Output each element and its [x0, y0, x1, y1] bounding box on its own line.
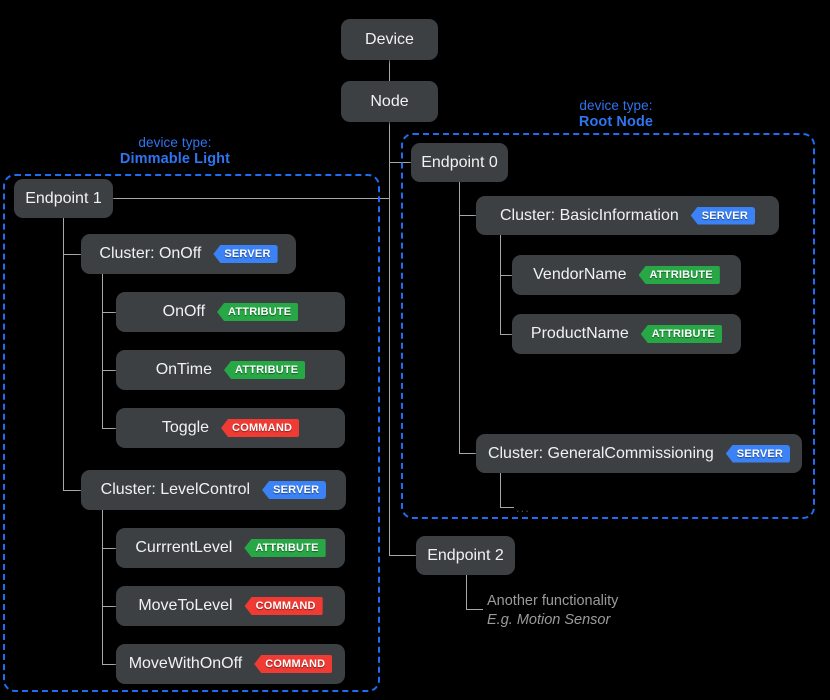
connector-trunk-to-endpoint2 [389, 555, 416, 556]
connector-endpoint0-to-generalcommissioning [459, 453, 476, 454]
cluster-generalcommissioning-box[interactable]: Cluster: GeneralCommissioning SERVER [476, 434, 802, 473]
cluster-levelcontrol-box[interactable]: Cluster: LevelControl SERVER [81, 470, 346, 510]
badge-attribute: ATTRIBUTE [244, 539, 326, 557]
endpoint2-box[interactable]: Endpoint 2 [416, 536, 515, 575]
connector-endpoint1-spine [63, 218, 64, 491]
command-movewithonoff-label: MoveWithOnOff [128, 655, 243, 672]
badge-server: SERVER [213, 245, 278, 263]
endpoint2-note: Another functionality E.g. Motion Sensor [487, 592, 618, 630]
badge-server: SERVER [725, 444, 791, 463]
badge-server: SERVER [262, 481, 327, 499]
connector-levelcontrol-to-cmd-movewithonoff [102, 664, 116, 665]
endpoint2-note-line2: E.g. Motion Sensor [487, 612, 611, 628]
connector-trunk-to-endpoint0 [389, 162, 411, 163]
cluster-levelcontrol-label: Cluster: LevelControl [100, 481, 251, 498]
connector-levelcontrol-to-attr-currentlevel [102, 548, 116, 549]
badge-command: COMMAND [254, 655, 333, 673]
connector-levelcontrol-to-cmd-movetolevel [102, 606, 116, 607]
attribute-currentlevel-box[interactable]: CurrrentLevel ATTRIBUTE [116, 528, 345, 568]
generalcommissioning-more-label: ... [516, 500, 530, 515]
connector-onoff-to-attr-onoff [102, 312, 116, 313]
device-label: Device [365, 30, 414, 48]
connector-node-trunk [389, 121, 390, 556]
attribute-onoff-box[interactable]: OnOff ATTRIBUTE [116, 292, 345, 332]
command-movewithonoff-box[interactable]: MoveWithOnOff COMMAND [116, 644, 345, 684]
badge-command: COMMAND [221, 419, 300, 437]
device-type-dimmable-light-label: device type: Dimmable Light [80, 134, 270, 168]
badge-attribute: ATTRIBUTE [217, 303, 299, 321]
connector-basicinformation-spine [500, 235, 501, 334]
connector-endpoint1-to-onoff [63, 254, 81, 255]
attribute-currentlevel-label: CurrrentLevel [135, 539, 233, 556]
connector-onoff-spine [102, 274, 103, 428]
connector-trunk-to-endpoint1 [112, 198, 390, 199]
connector-endpoint0-spine [459, 182, 460, 454]
cluster-basicinformation-box[interactable]: Cluster: BasicInformation SERVER [476, 196, 779, 235]
connector-endpoint2-to-note [466, 609, 483, 610]
connector-endpoint0-to-basicinformation [459, 215, 476, 216]
attribute-productname-box[interactable]: ProductName ATTRIBUTE [512, 314, 741, 354]
badge-attribute: ATTRIBUTE [224, 361, 306, 379]
device-type-root-node-label: device type: Root Node [521, 97, 711, 131]
node-label: Node [370, 92, 409, 110]
connector-onoff-to-cmd-toggle [102, 428, 116, 429]
connector-basicinformation-to-vendorname [500, 275, 512, 276]
device-type-prefix: device type: [138, 135, 212, 150]
cluster-onoff-label: Cluster: OnOff [99, 245, 202, 262]
attribute-productname-label: ProductName [530, 325, 629, 342]
attribute-vendorname-box[interactable]: VendorName ATTRIBUTE [512, 255, 741, 295]
badge-command: COMMAND [244, 597, 323, 615]
endpoint1-box[interactable]: Endpoint 1 [14, 179, 113, 218]
cluster-onoff-box[interactable]: Cluster: OnOff SERVER [81, 234, 296, 274]
attribute-ontime-label: OnTime [155, 361, 212, 378]
endpoint1-label: Endpoint 1 [25, 189, 102, 207]
connector-onoff-to-attr-ontime [102, 370, 116, 371]
device-type-dimmable-light-boundary [3, 174, 380, 692]
cluster-generalcommissioning-label: Cluster: GeneralCommissioning [487, 444, 714, 462]
attribute-vendorname-label: VendorName [533, 266, 627, 283]
badge-server: SERVER [690, 206, 755, 225]
device-type-prefix: device type: [579, 98, 653, 113]
connector-basicinformation-to-productname [500, 334, 512, 335]
command-movetolevel-label: MoveToLevel [138, 597, 233, 614]
command-toggle-label: Toggle [161, 419, 210, 436]
connector-endpoint2-spine [466, 575, 467, 609]
connector-device-to-node [389, 59, 390, 81]
node-box[interactable]: Node [341, 81, 438, 122]
attribute-ontime-box[interactable]: OnTime ATTRIBUTE [116, 350, 345, 390]
device-type-name: Root Node [578, 114, 654, 130]
endpoint0-label: Endpoint 0 [421, 153, 498, 171]
connector-generalcommissioning-to-more [500, 507, 514, 508]
attribute-onoff-label: OnOff [162, 303, 206, 320]
badge-attribute: ATTRIBUTE [640, 325, 723, 343]
device-type-root-node-boundary [401, 133, 815, 519]
connector-endpoint1-to-levelcontrol [63, 490, 81, 491]
badge-attribute: ATTRIBUTE [638, 266, 720, 284]
endpoint2-label: Endpoint 2 [427, 546, 504, 564]
connector-levelcontrol-spine [102, 510, 103, 664]
cluster-basicinformation-label: Cluster: BasicInformation [500, 206, 679, 224]
endpoint2-note-line1: Another functionality [487, 593, 619, 609]
connector-generalcommissioning-spine [500, 473, 501, 507]
command-movetolevel-box[interactable]: MoveToLevel COMMAND [116, 586, 345, 626]
device-box[interactable]: Device [341, 19, 438, 60]
endpoint0-box[interactable]: Endpoint 0 [411, 143, 508, 182]
command-toggle-box[interactable]: Toggle COMMAND [116, 408, 345, 448]
device-type-name: Dimmable Light [119, 151, 231, 167]
